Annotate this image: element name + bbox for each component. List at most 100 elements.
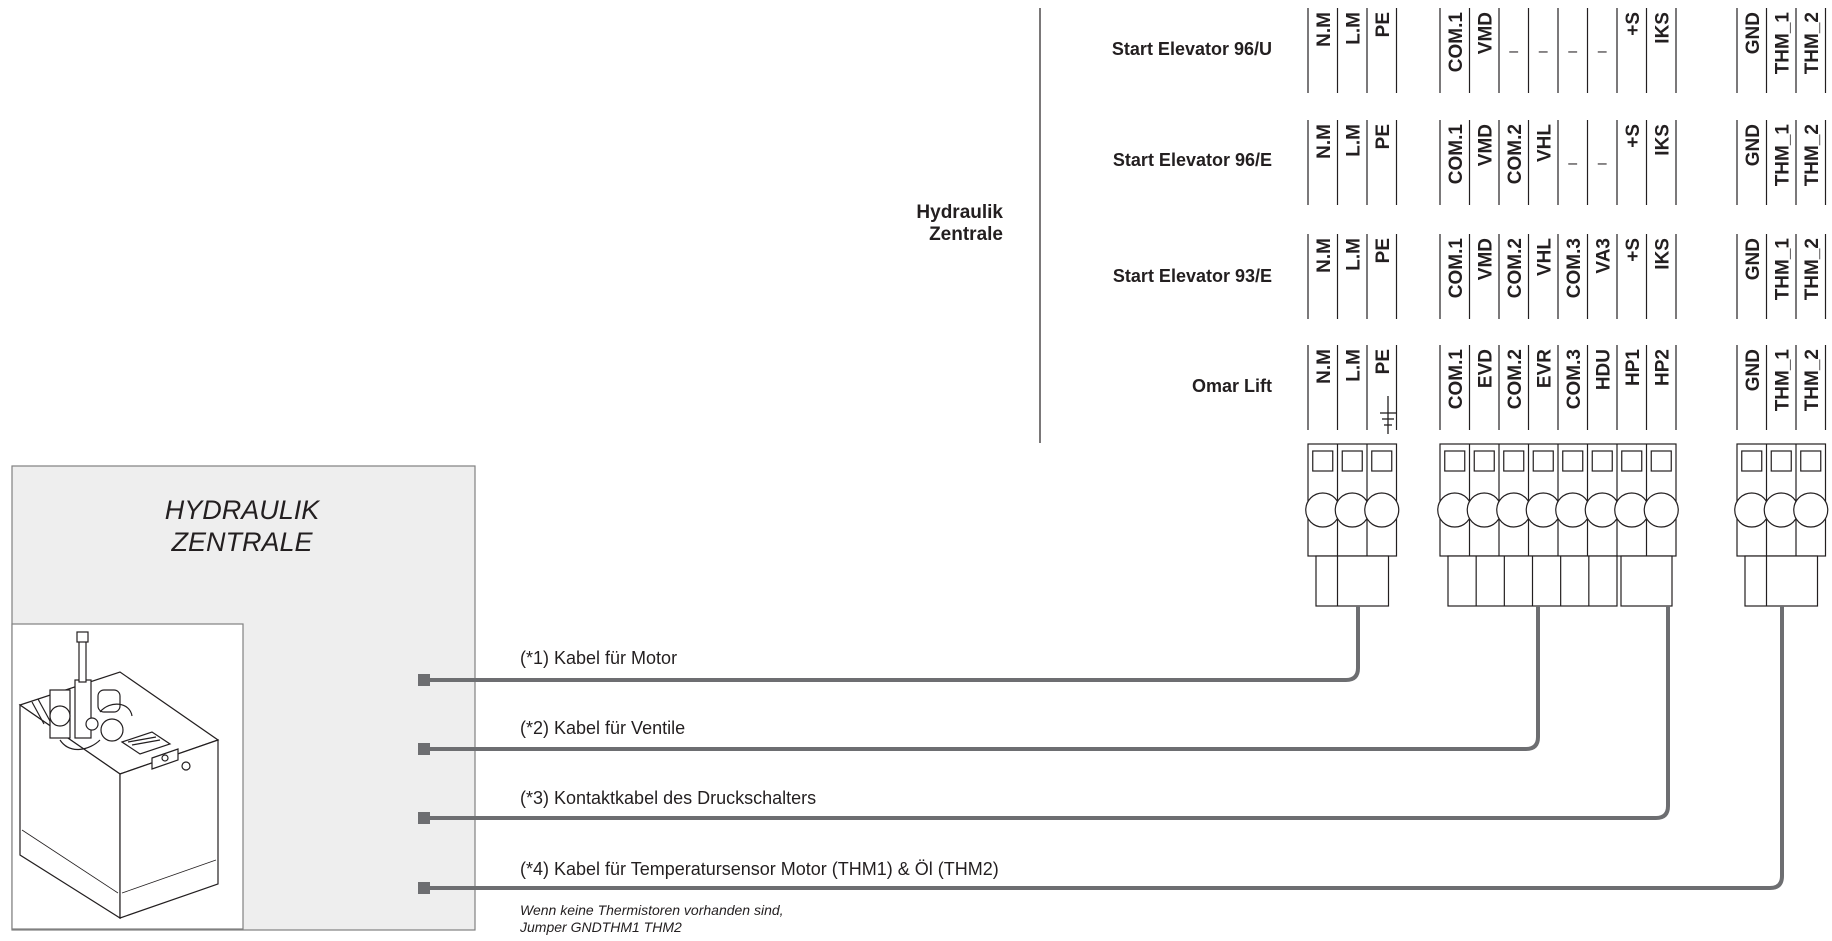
terminal-label: GND xyxy=(1743,349,1764,391)
screw-slot xyxy=(1444,450,1466,472)
screw-terminal xyxy=(1364,492,1400,528)
terminal-label: GND xyxy=(1743,238,1764,280)
note-line-1: Wenn keine Thermistoren vorhanden sind, xyxy=(520,902,784,918)
row-names: Start Elevator 96/U Start Elevator 96/E … xyxy=(1112,39,1272,396)
screw-slot xyxy=(1532,450,1554,472)
group-label-line-1: Hydraulik xyxy=(916,202,1003,223)
terminal-label: N.M xyxy=(1314,238,1335,273)
terminal-label: PE xyxy=(1373,238,1394,263)
cable-1 xyxy=(424,606,1360,682)
screw-slot xyxy=(1503,450,1525,472)
terminal-label: COM.1 xyxy=(1446,12,1467,73)
terminal-label: HP2 xyxy=(1652,349,1673,386)
cable-terminal-square xyxy=(418,882,430,894)
terminal-label: VHL xyxy=(1534,238,1555,276)
cable-label: (*4) Kabel für Temperatursensor Motor (T… xyxy=(520,859,999,879)
unit-title-line-2: ZENTRALE xyxy=(170,527,313,557)
terminal-label: PE xyxy=(1373,124,1394,149)
terminal-label: L.M xyxy=(1343,124,1364,157)
terminal-label: L.M xyxy=(1343,12,1364,45)
cable-4 xyxy=(424,606,1784,890)
terminal-label: EVR xyxy=(1534,349,1555,388)
terminal-label: IKS xyxy=(1652,124,1673,156)
jumper-note: Wenn keine Thermistoren vorhanden sind, … xyxy=(519,902,784,935)
terminal-label: +S xyxy=(1623,238,1644,262)
terminal-label: COM.1 xyxy=(1446,349,1467,410)
screw-slot xyxy=(1650,450,1672,472)
cable-3 xyxy=(424,606,1670,820)
terminal-label: COM.2 xyxy=(1505,238,1526,298)
terminal-label: – xyxy=(1568,155,1577,172)
terminal-label: L.M xyxy=(1343,349,1364,382)
terminal-label: N.M xyxy=(1314,349,1335,384)
cable-label: (*3) Kontaktkabel des Druckschalters xyxy=(520,788,816,808)
terminal-label: GND xyxy=(1743,12,1764,54)
terminal-label: COM.3 xyxy=(1564,238,1585,298)
screw-slot xyxy=(1591,450,1613,472)
cable-2 xyxy=(424,606,1540,751)
terminal-label: – xyxy=(1598,155,1607,172)
hydraulic-tank-image xyxy=(18,631,220,920)
group-label: Hydraulik Zentrale xyxy=(916,202,1003,245)
screw-slot xyxy=(1562,450,1584,472)
note-line-2: Jumper GNDTHM1 THM2 xyxy=(519,919,682,935)
terminal-label: N.M xyxy=(1314,124,1335,159)
terminal-label: – xyxy=(1598,43,1607,60)
terminal-label: PE xyxy=(1373,12,1394,37)
row-name: Omar Lift xyxy=(1192,376,1272,396)
terminal-label: L.M xyxy=(1343,238,1364,271)
terminal-block xyxy=(1734,443,1829,607)
terminal-label: VA3 xyxy=(1593,238,1614,274)
cable-terminal-square xyxy=(418,743,430,755)
screw-slot xyxy=(1341,450,1363,472)
screw-slot xyxy=(1621,450,1643,472)
screw-slot xyxy=(1371,450,1393,472)
unit-title-line-1: HYDRAULIK xyxy=(165,495,321,525)
terminal-label: THM_1 xyxy=(1772,349,1793,412)
terminal-label: VMD xyxy=(1475,124,1496,166)
ground-icon xyxy=(1380,396,1396,434)
screw-slot xyxy=(1741,450,1763,472)
terminal-label: HDU xyxy=(1593,349,1614,390)
terminal-label: COM.1 xyxy=(1446,238,1467,299)
terminal-label: COM.1 xyxy=(1446,124,1467,185)
terminal-label: THM_2 xyxy=(1802,124,1823,186)
screw-slot xyxy=(1800,450,1822,472)
terminal-label: COM.2 xyxy=(1505,349,1526,409)
terminal-block xyxy=(1437,443,1679,607)
terminal-label: N.M xyxy=(1314,12,1335,47)
terminal-label: VHL xyxy=(1534,124,1555,162)
cable-terminal-square xyxy=(418,812,430,824)
terminal-label: COM.2 xyxy=(1505,124,1526,184)
screw-terminal xyxy=(1793,492,1829,528)
terminal-label: HP1 xyxy=(1623,349,1644,386)
terminal-label: THM_2 xyxy=(1802,12,1823,74)
screw-slot xyxy=(1770,450,1792,472)
hydraulik-unit: HYDRAULIK ZENTRALE xyxy=(11,465,476,931)
terminal-label: EVD xyxy=(1475,349,1496,388)
terminal-label: +S xyxy=(1623,12,1644,36)
terminal-label: PE xyxy=(1373,349,1394,374)
screw-slot xyxy=(1473,450,1495,472)
terminal-label: +S xyxy=(1623,124,1644,148)
terminal-label: THM_1 xyxy=(1772,238,1793,301)
terminal-label: – xyxy=(1568,43,1577,60)
terminal-label: THM_1 xyxy=(1772,12,1793,75)
terminal-block xyxy=(1305,443,1400,607)
screw-slot xyxy=(1312,450,1334,472)
terminal-label: THM_2 xyxy=(1802,349,1823,411)
row-name: Start Elevator 96/E xyxy=(1113,150,1272,170)
cable-label: (*2) Kabel für Ventile xyxy=(520,718,685,738)
terminal-label: VMD xyxy=(1475,12,1496,54)
terminal-label: COM.3 xyxy=(1564,349,1585,409)
terminal-label: – xyxy=(1539,43,1548,60)
terminal-label: GND xyxy=(1743,124,1764,166)
cables xyxy=(418,606,1784,894)
terminal-label: THM_1 xyxy=(1772,124,1793,187)
terminal-connectors xyxy=(1305,443,1829,607)
terminal-label: IKS xyxy=(1652,238,1673,270)
terminal-label: VMD xyxy=(1475,238,1496,280)
cable-terminal-square xyxy=(418,674,430,686)
